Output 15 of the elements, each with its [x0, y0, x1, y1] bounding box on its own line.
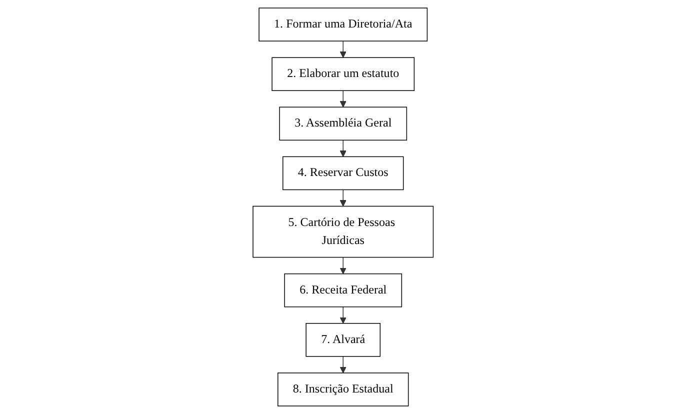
arrow [340, 256, 347, 274]
arrow [340, 306, 347, 324]
arrow [340, 90, 347, 108]
node-box: 3. Assembléia Geral [280, 106, 408, 141]
arrow [340, 189, 347, 207]
arrow [340, 356, 347, 374]
node-box: 2. Elaborar um estatuto [272, 57, 415, 91]
node-box: 6. Receita Federal [284, 273, 402, 308]
node-box: 5. Cartório de Pessoas Jurídicas [253, 206, 434, 258]
node-box: 7. Alvará [306, 323, 381, 357]
arrow [340, 140, 347, 157]
node-box: 8. Inscrição Estadual [278, 372, 410, 406]
node-box: 4. Reservar Custos [282, 156, 404, 190]
node-box: 1. Formar uma Diretoria/Ata [259, 8, 428, 42]
arrow [340, 40, 347, 58]
